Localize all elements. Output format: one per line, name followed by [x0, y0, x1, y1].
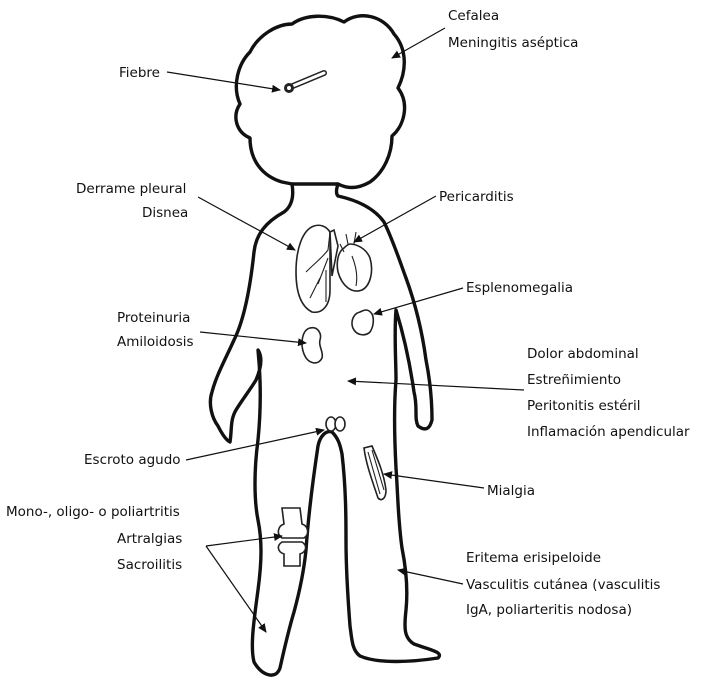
- arrow-esplenomegalia: [374, 288, 463, 314]
- label-vasculitis-2: IgA, poliarteritis nodosa): [466, 602, 632, 618]
- label-proteinuria: Proteinuria: [117, 310, 190, 326]
- arrow-mialgia: [384, 474, 484, 488]
- lungs-icon: [296, 225, 338, 312]
- label-sacroilitis: Sacroilitis: [117, 557, 182, 573]
- arrow-pericarditis: [354, 196, 436, 242]
- label-vasculitis-1: Vasculitis cutánea (vasculitis: [466, 577, 660, 593]
- thermometer-icon: [284, 73, 324, 93]
- label-artralgias: Artralgias: [117, 531, 182, 547]
- label-escroto: Escroto agudo: [84, 452, 181, 468]
- label-fiebre: Fiebre: [119, 65, 160, 81]
- kidney-icon: [302, 328, 322, 363]
- label-peritonitis: Peritonitis estéril: [527, 398, 640, 414]
- arrow-artralgias: [206, 536, 282, 546]
- label-meningitis: Meningitis aséptica: [448, 35, 578, 51]
- label-inflamacion: Inflamación apendicular: [527, 424, 690, 440]
- label-poliartritis: Mono-, oligo- o poliartritis: [6, 504, 180, 520]
- label-eritema: Eritema erisipeloide: [466, 550, 601, 566]
- arrow-fiebre: [167, 72, 280, 90]
- arrow-derrame: [198, 197, 295, 250]
- testes-icon: [326, 417, 345, 431]
- muscle-icon: [364, 446, 386, 500]
- label-dolor-abdominal: Dolor abdominal: [527, 346, 639, 362]
- spleen-icon: [352, 310, 373, 335]
- label-mialgia: Mialgia: [487, 483, 535, 499]
- label-esplenomegalia: Esplenomegalia: [466, 280, 573, 296]
- label-amiloidosis: Amiloidosis: [117, 334, 194, 350]
- label-derrame: Derrame pleural: [76, 181, 186, 197]
- label-pericarditis: Pericarditis: [439, 189, 514, 205]
- arrow-proteinuria: [200, 332, 306, 343]
- label-estrenimiento: Estreñimiento: [527, 372, 621, 388]
- label-disnea: Disnea: [142, 205, 188, 221]
- label-cefalea: Cefalea: [448, 8, 499, 24]
- knee-joint-icon: [278, 508, 307, 566]
- arrow-dolor-abdominal: [348, 381, 524, 390]
- head-outline: [236, 16, 405, 188]
- heart-icon: [337, 232, 371, 291]
